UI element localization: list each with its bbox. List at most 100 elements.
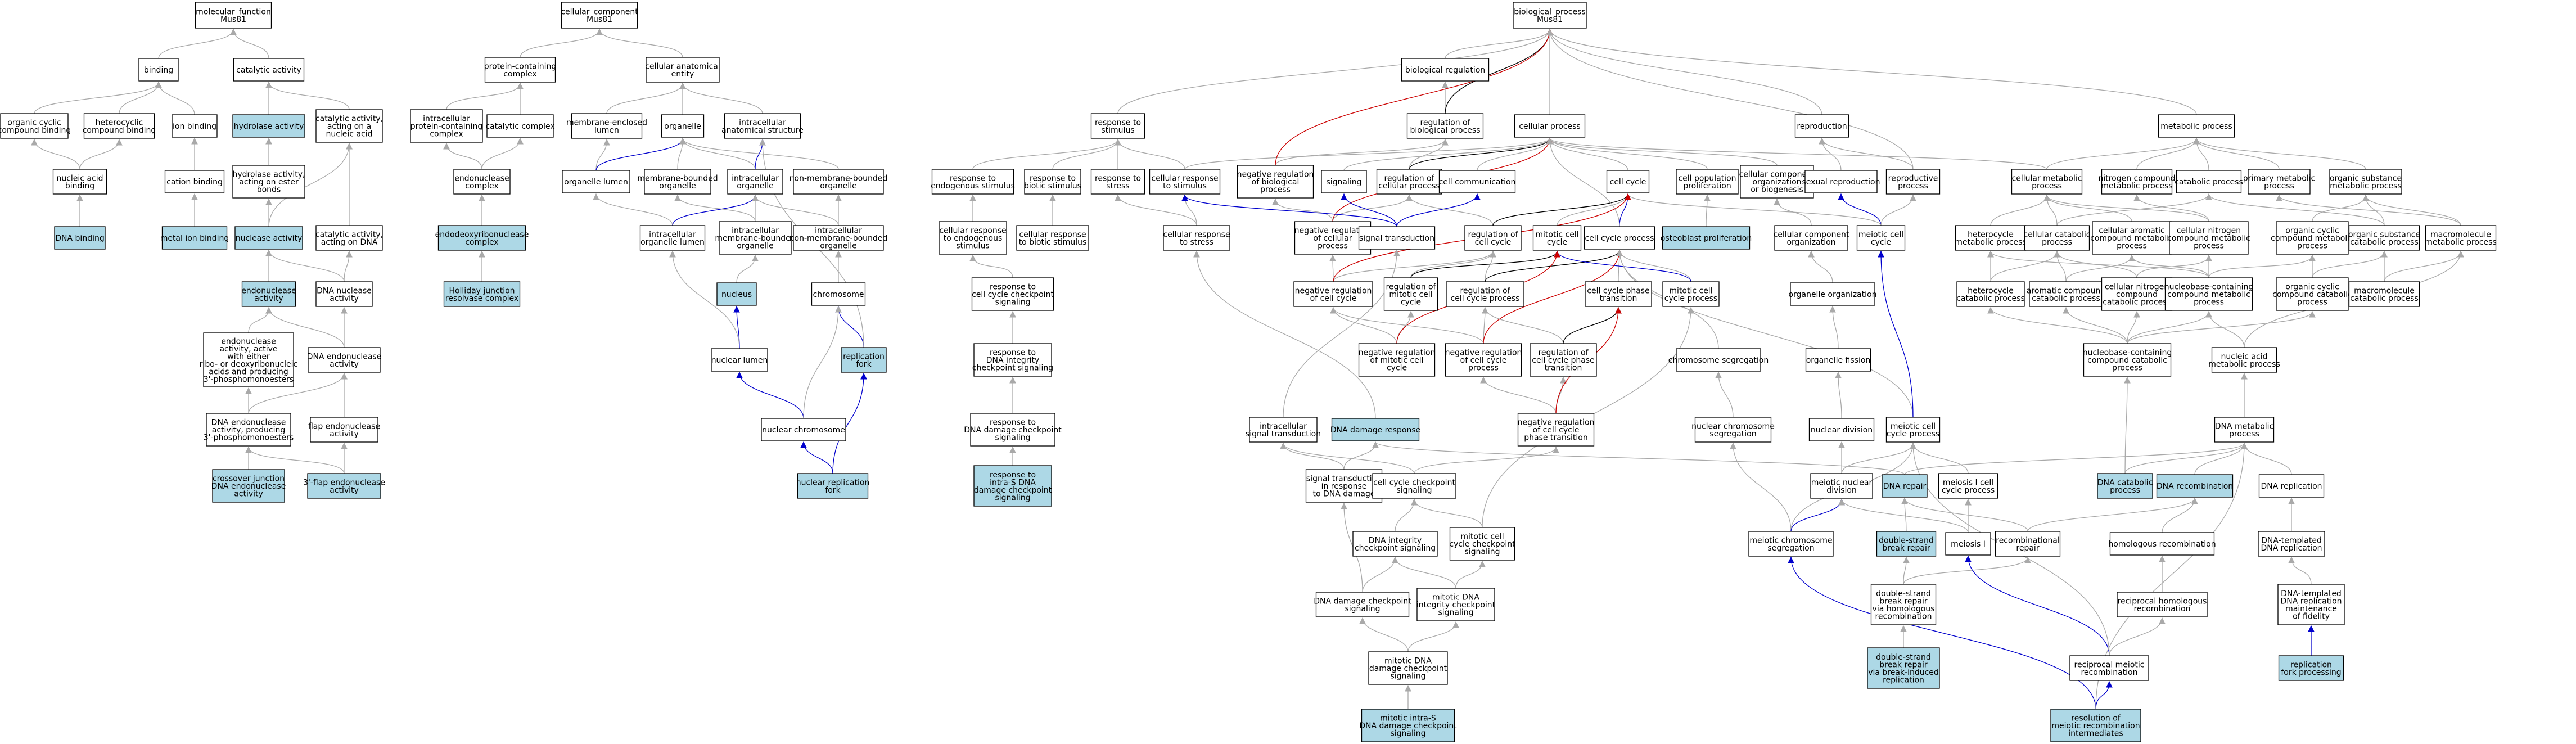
term-node-chromosome[interactable]: chromosome: [811, 282, 866, 306]
term-node-cell-cycle-process[interactable]: cell cycle process: [1584, 226, 1655, 250]
term-node-cellular-process[interactable]: cellular process: [1514, 114, 1586, 138]
term-node-nuclear-chromosome[interactable]: nuclear chromosome: [761, 418, 846, 441]
term-node-signaling[interactable]: signaling: [1321, 170, 1367, 193]
term-node-homologous-recombination[interactable]: homologous recombination: [2108, 532, 2216, 556]
term-node-catalytic-activity[interactable]: catalytic activity: [233, 58, 305, 82]
term-node-metabolic-process[interactable]: metabolic process: [2158, 114, 2235, 138]
term-node-catalytic-on-dna[interactable]: catalytic activity,acting on DNA: [315, 225, 383, 251]
term-node-organelle-lumen[interactable]: organelle lumen: [562, 170, 630, 193]
term-node-binding[interactable]: binding: [138, 58, 179, 82]
term-node-cell-communication[interactable]: cell communication: [1439, 170, 1516, 193]
term-node-osteoblast-proliferation[interactable]: osteoblast proliferation: [1661, 226, 1752, 250]
term-node-chromosome-segregation[interactable]: chromosome segregation: [1668, 348, 1769, 372]
term-node-organelle-fission[interactable]: organelle fission: [1805, 348, 1871, 372]
term-node-dna-replication[interactable]: DNA replication: [2258, 474, 2325, 498]
term-node-nucleus[interactable]: nucleus: [716, 282, 757, 306]
term-node-dna-binding[interactable]: DNA binding: [54, 226, 106, 250]
term-node-nuclear-division[interactable]: nuclear division: [1808, 418, 1875, 441]
term-node-biological-regulation[interactable]: biological regulation: [1401, 58, 1490, 82]
term-node-meiosis-i[interactable]: meiosis I: [1945, 532, 1991, 556]
term-node-dna-damage-response[interactable]: DNA damage response: [1330, 418, 1421, 441]
term-node-dna-repair[interactable]: DNA repair: [1882, 474, 1928, 498]
term-node-ion-binding[interactable]: ion binding: [172, 114, 218, 138]
term-node-nuclease-activity[interactable]: nuclease activity: [234, 226, 303, 250]
term-node-metal-ion-binding[interactable]: metal ion binding: [160, 226, 229, 250]
term-node-cell-cycle[interactable]: cell cycle: [1606, 170, 1650, 193]
term-node-catabolic-process[interactable]: catabolic process: [2175, 170, 2243, 193]
